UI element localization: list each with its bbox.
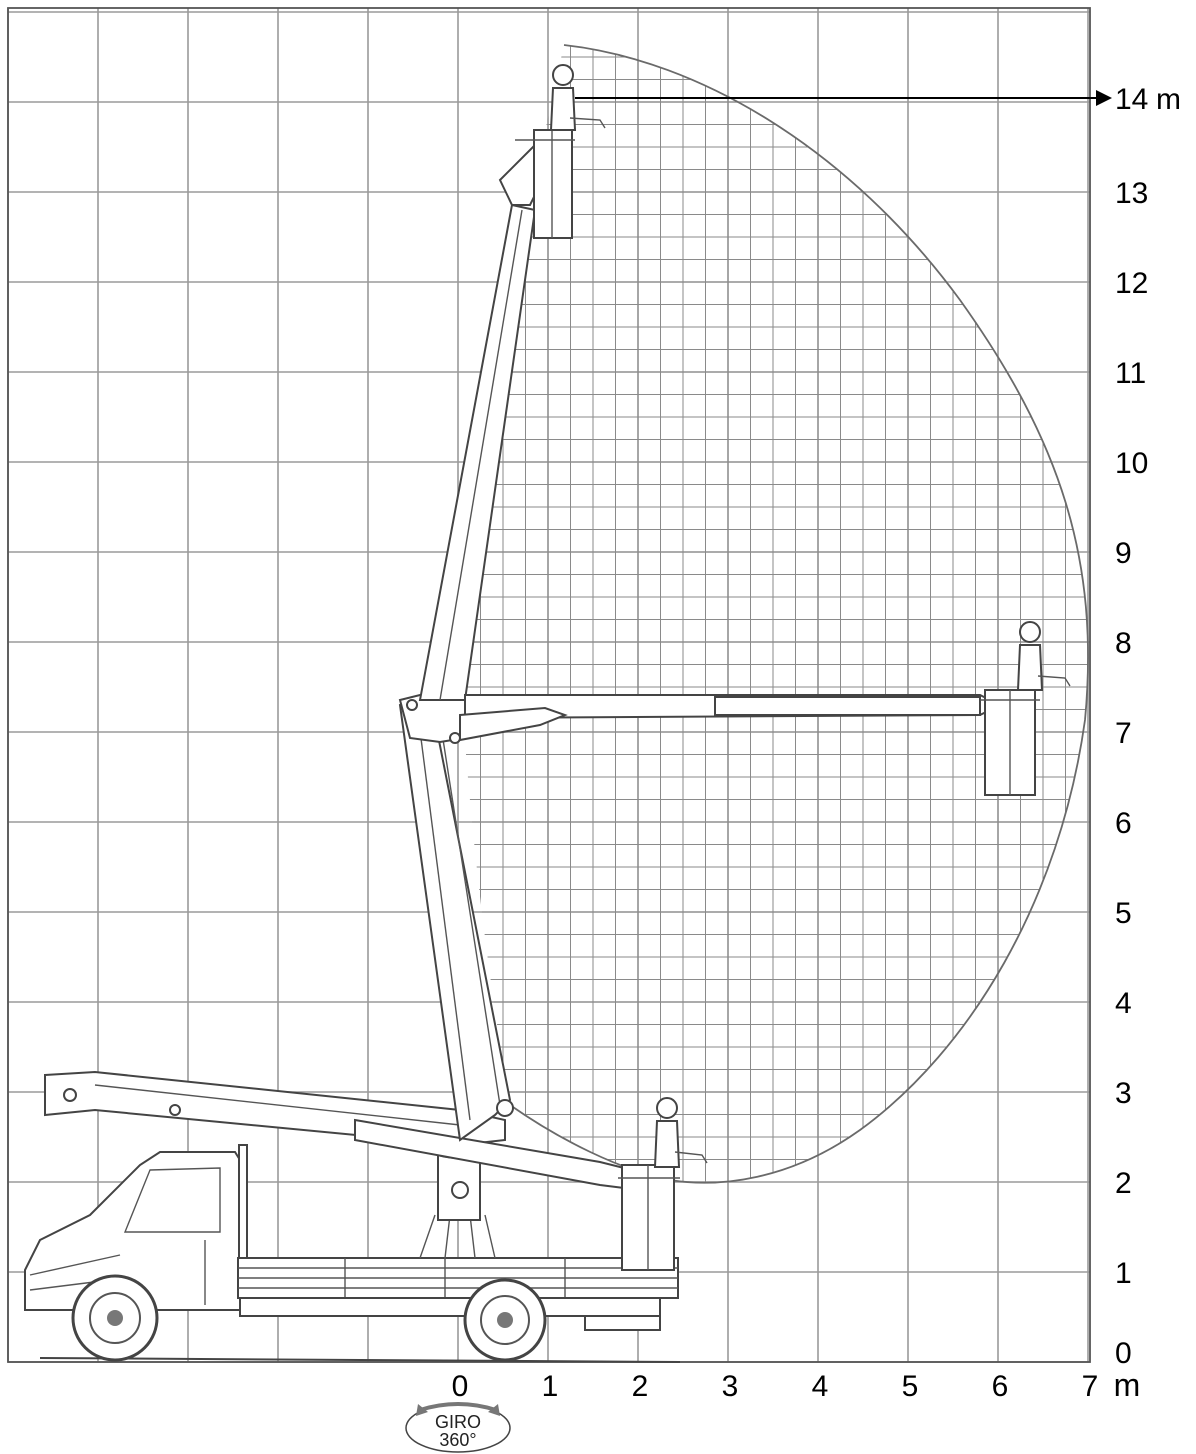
operator-top (549, 64, 606, 131)
working-envelope (509, 44, 1089, 1184)
truck (24, 1144, 681, 1363)
x-axis-unit: m (1114, 1367, 1141, 1403)
y-tick-label: 1 (1115, 1257, 1132, 1290)
x-tick-label: 1 (542, 1370, 559, 1403)
basket-top (515, 129, 575, 239)
x-tick-label: 0 (452, 1370, 469, 1403)
y-tick-label: 0 (1115, 1337, 1132, 1370)
giro-label: GIRO (435, 1412, 481, 1432)
x-axis-labels: 0 1 2 3 4 5 6 7 m (452, 1367, 1141, 1403)
max-height-arrow (575, 90, 1112, 106)
x-tick-label: 2 (632, 1370, 649, 1403)
basket-bottom (618, 1164, 680, 1271)
x-tick-label: 3 (722, 1370, 739, 1403)
arrowhead-icon (1096, 90, 1112, 106)
basket-right (980, 689, 1040, 796)
boom-stowed (44, 1070, 641, 1192)
max-height-value: 14 (1115, 83, 1148, 116)
operator-right (1016, 621, 1071, 691)
cab-window (123, 1167, 221, 1233)
rear-wheel (463, 1278, 547, 1362)
x-tick-label: 7 (1082, 1370, 1099, 1403)
y-tick-label: 5 (1115, 897, 1132, 930)
y-tick-label: 13 (1115, 177, 1148, 210)
x-tick-label: 4 (812, 1370, 829, 1403)
y-tick-label: 12 (1115, 267, 1148, 300)
front-wheel (71, 1274, 159, 1362)
y-tick-label: 2 (1115, 1167, 1132, 1200)
y-axis-labels: 0 1 2 3 4 5 6 7 8 9 10 11 12 13 (1115, 177, 1148, 1370)
y-tick-label: 4 (1115, 987, 1132, 1020)
boom-lower-arm (398, 693, 514, 1142)
y-tick-label: 6 (1115, 807, 1132, 840)
max-height-unit: m (1156, 83, 1181, 116)
operator-bottom (653, 1097, 708, 1168)
y-tick-label: 9 (1115, 537, 1132, 570)
max-height-label: 14 m (1115, 83, 1181, 116)
truck-chassis (239, 1297, 661, 1317)
y-tick-label: 7 (1115, 717, 1132, 750)
y-tick-label: 10 (1115, 447, 1148, 480)
rotation-arrow-icon (416, 1404, 428, 1416)
x-tick-label: 6 (992, 1370, 1009, 1403)
giro-degrees: 360° (439, 1430, 476, 1450)
x-tick-label: 5 (902, 1370, 919, 1403)
boom-horizontal (459, 694, 1003, 742)
rotation-arrow-icon (488, 1404, 500, 1416)
y-tick-label: 11 (1115, 357, 1146, 390)
y-tick-label: 3 (1115, 1077, 1132, 1110)
rotation-badge: GIRO 360° (405, 1402, 511, 1453)
y-tick-label: 8 (1115, 627, 1132, 660)
